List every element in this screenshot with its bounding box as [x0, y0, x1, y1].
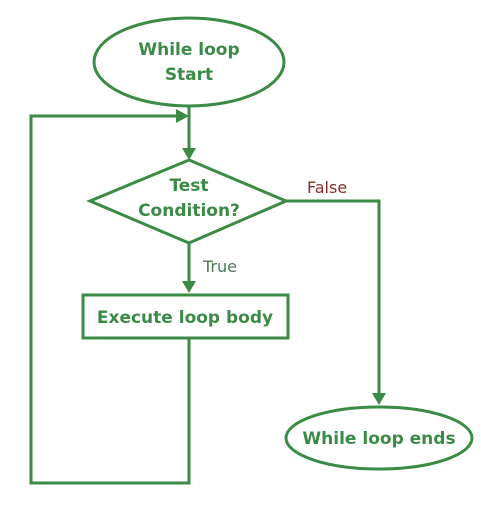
edge-loop-back — [29, 114, 191, 485]
condition-label-line1: Test — [169, 176, 208, 196]
start-label-line1: While loop — [138, 40, 239, 60]
condition-label-line2: Condition? — [138, 201, 240, 221]
end-node: While loop ends — [284, 405, 474, 471]
end-label: While loop ends — [302, 429, 455, 449]
body-rect — [81, 293, 290, 340]
arrow-loop-back — [176, 109, 189, 123]
start-label-line2: Start — [165, 65, 213, 85]
edge-condition-to-end — [286, 199, 381, 396]
start-node: While loop Start — [92, 16, 286, 108]
arrow-into-condition — [182, 148, 196, 160]
end-ellipse — [284, 405, 474, 471]
condition-node: Test Condition? — [86, 158, 290, 245]
start-ellipse — [92, 16, 286, 108]
arrow-into-body — [182, 281, 196, 293]
false-label: False — [307, 178, 347, 197]
body-node: Execute loop body — [81, 293, 290, 340]
arrow-into-end — [372, 393, 386, 405]
true-label: True — [202, 257, 237, 276]
body-label: Execute loop body — [97, 308, 273, 328]
